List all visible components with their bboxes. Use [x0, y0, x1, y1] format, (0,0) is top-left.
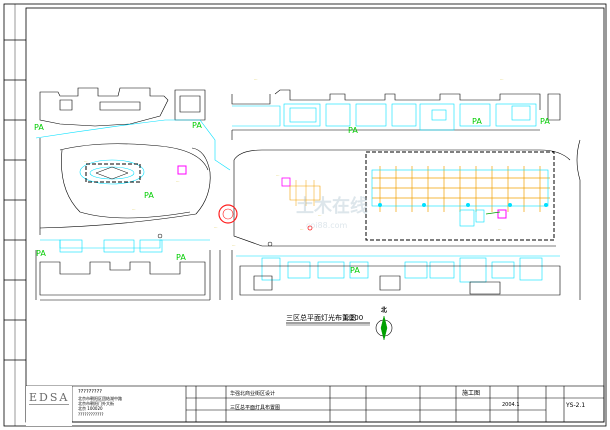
drawing-title-group: 三区总平面灯光布置图 1:200 — [286, 313, 370, 326]
road-outlines — [35, 130, 581, 301]
top-buildings — [39, 87, 561, 131]
lamp-marker — [177, 165, 187, 175]
company-line: 北京市朝阳门外大街 — [78, 401, 114, 406]
pa-label: PA — [350, 266, 360, 275]
watermark-text: 土木在线 — [296, 195, 368, 217]
pa-labels: PA PA PA PA PA PA PA PA PA — [34, 117, 550, 275]
company-line: 北京市朝阳区团结湖中路 — [78, 396, 122, 401]
landscape-layer — [35, 103, 560, 283]
pa-label: PA — [176, 253, 186, 262]
watermark: 土木在线 coi88.com — [296, 195, 368, 230]
logo-rule — [29, 404, 69, 405]
central-plaza — [365, 151, 555, 241]
company-line: ????????? — [78, 389, 102, 395]
sheet-stage-label: 施工图 — [462, 390, 481, 397]
project-name: 华强北商业街区设计 — [230, 391, 276, 397]
plaza-lamps — [378, 203, 548, 207]
plaza-planters — [371, 169, 549, 227]
pa-label: PA — [540, 117, 550, 126]
pa-label: PA — [348, 126, 358, 135]
north-label: 北 — [381, 306, 387, 314]
annotation-label: … — [84, 159, 88, 163]
watermark-subtext: coi88.com — [306, 221, 348, 230]
outer-border — [3, 3, 607, 427]
company-line: 北京 100020 — [78, 406, 103, 411]
company-line: ???????????? — [78, 412, 104, 417]
pa-label: PA — [472, 117, 482, 126]
pa-label: PA — [34, 123, 44, 132]
annotation-label: … — [500, 77, 504, 81]
firm-logo-text: EDSA — [29, 391, 70, 404]
annotation-label: … — [300, 227, 304, 231]
bottom-buildings — [39, 261, 561, 296]
drawing-date: 2004.1 — [502, 402, 520, 408]
annotation-label: … — [232, 243, 236, 247]
drawing-title: 三区总平面灯光布置图 — [286, 313, 356, 322]
drawing-name: 三区总平面灯具布置图 — [230, 405, 281, 411]
annotation-label: … — [318, 213, 322, 217]
left-plaza-features — [85, 163, 321, 247]
firm-logo: EDSA — [26, 386, 72, 426]
annotation-label: … — [176, 179, 180, 183]
annotation-label: … — [254, 77, 258, 81]
north-arrow-icon — [380, 315, 388, 341]
sheet-number: YS-2.1 — [566, 402, 586, 409]
roundabout-marker — [218, 204, 238, 224]
paving-grid — [372, 166, 550, 212]
drawing-scale: 1:200 — [343, 314, 363, 322]
annotation-label: … — [498, 227, 502, 231]
title-block: EDSA ????????? 北京市朝阳区团结湖中路 北京市朝阳门外大街 北京 … — [26, 386, 606, 426]
pa-label: PA — [144, 191, 154, 200]
annotation-label: … — [132, 207, 136, 211]
pa-label: PA — [36, 249, 46, 258]
annotation-labels: … … … … … … … … … … … — [84, 77, 504, 247]
fountain-marker — [497, 209, 507, 219]
annotation-label: … — [214, 225, 218, 229]
annotation-label: … — [276, 173, 280, 177]
north-arrow: 北 — [375, 306, 393, 341]
pa-label: PA — [192, 121, 202, 130]
